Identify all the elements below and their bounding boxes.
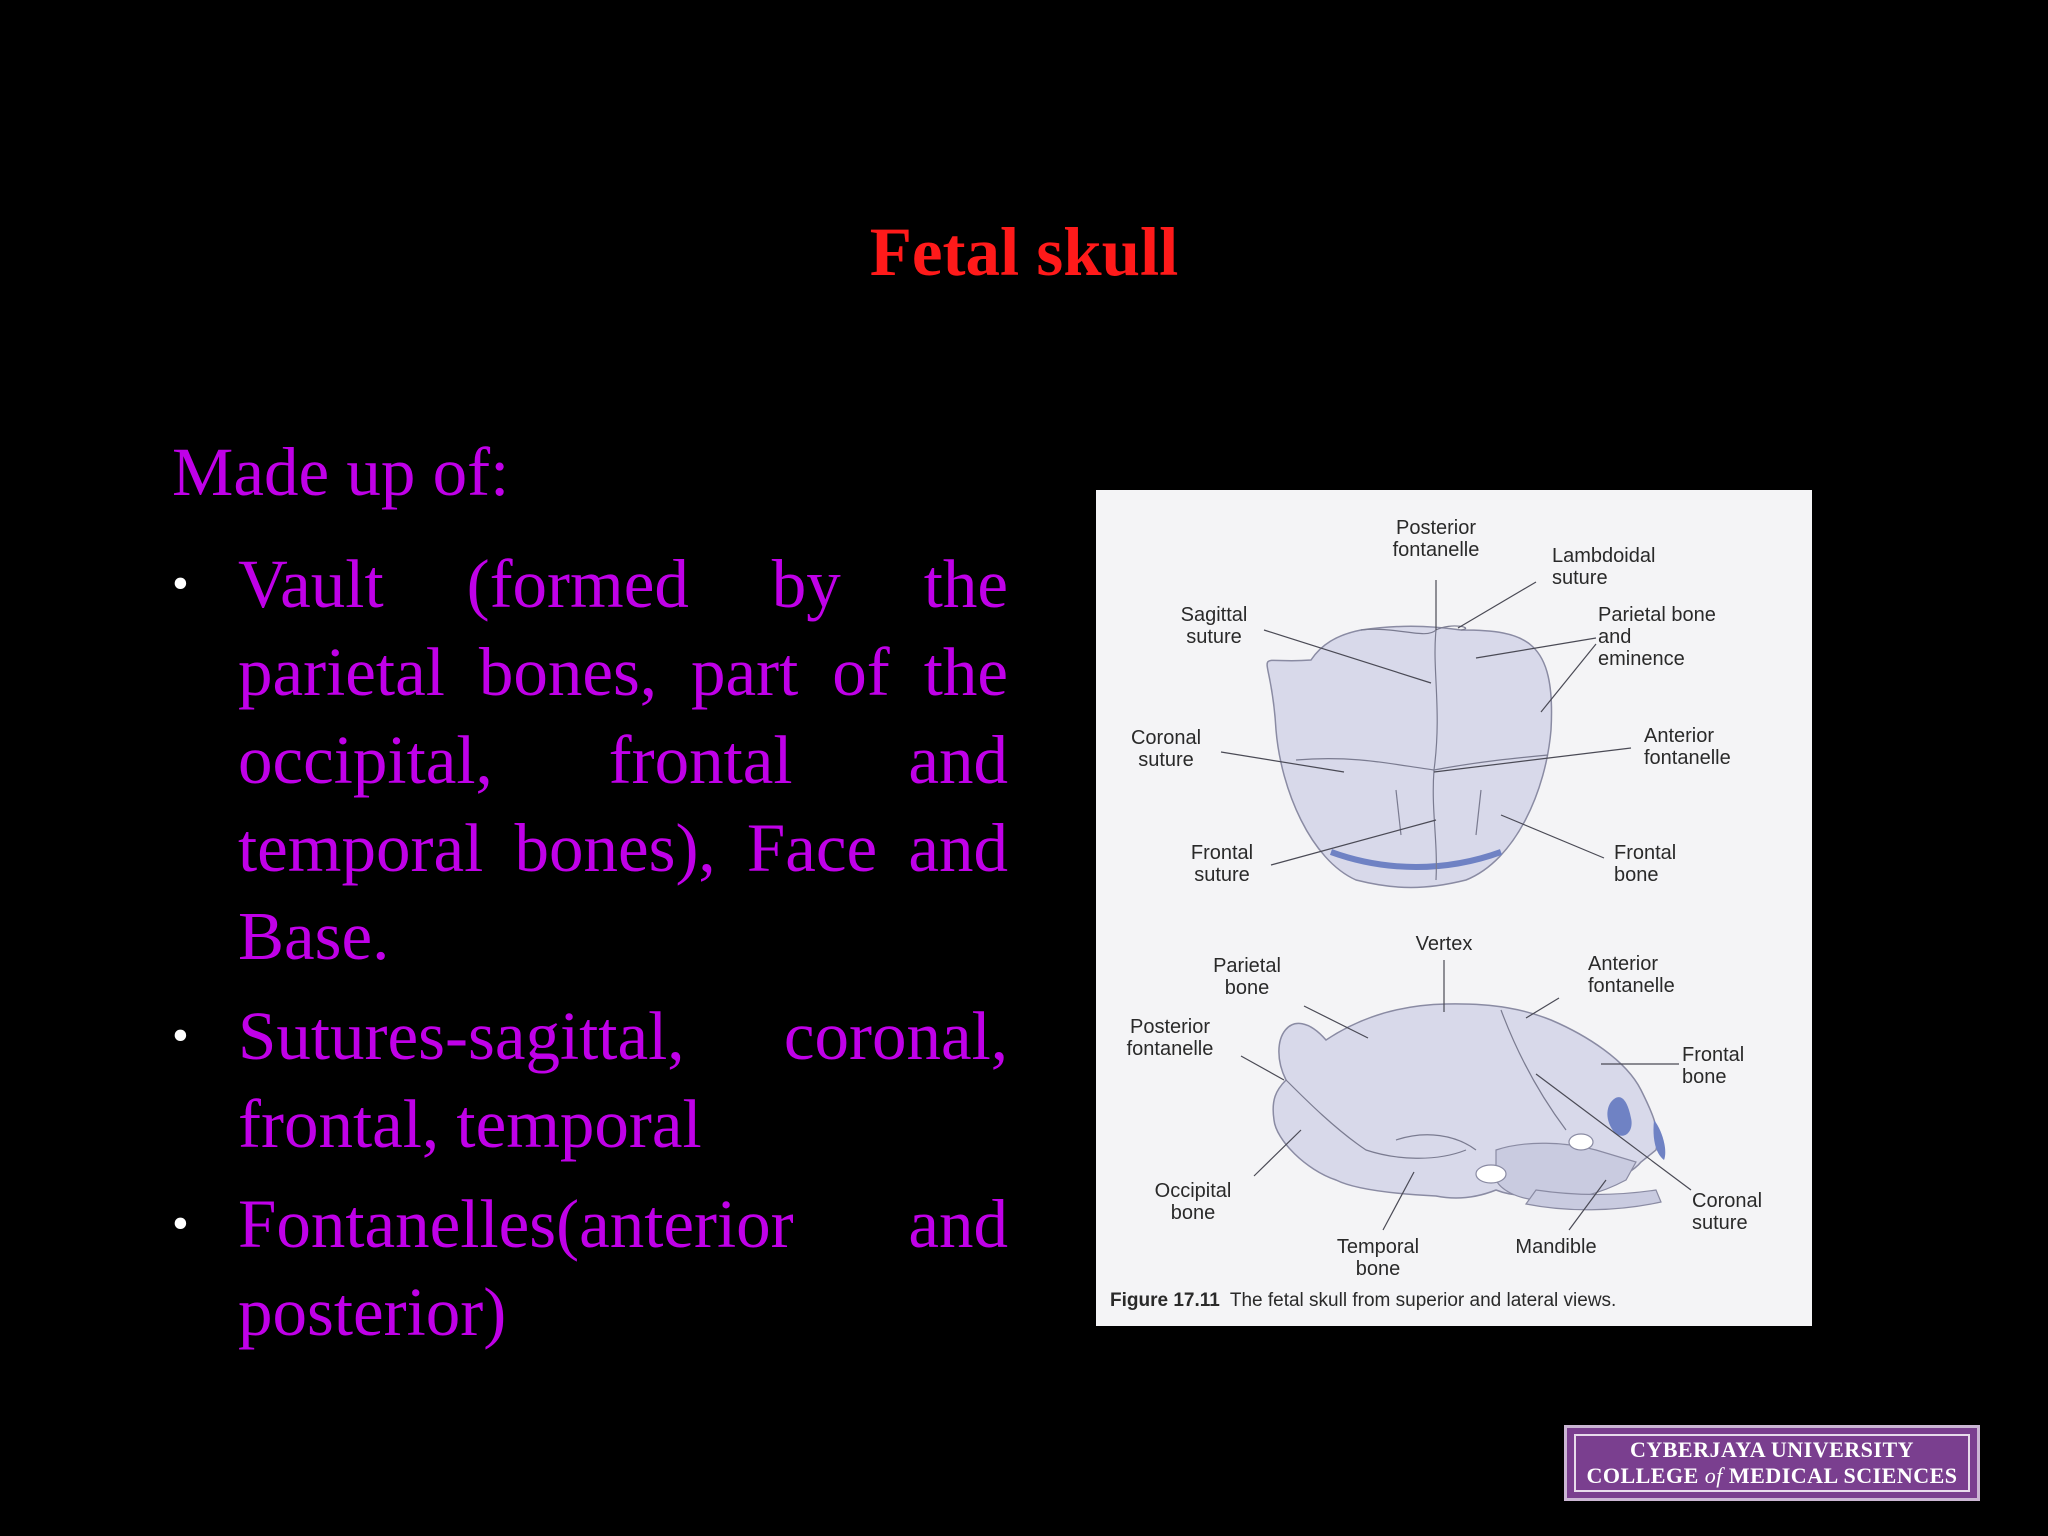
- label-posterior-fontanelle-superior: Posterior fontanelle: [1392, 517, 1480, 561]
- caption-number: Figure 17.11: [1110, 1290, 1220, 1311]
- bullet-list: • Vault (formed by the parietal bones, p…: [172, 540, 1008, 1368]
- superior-view-skull: [1266, 625, 1553, 889]
- lateral-leader-lines: [1240, 960, 1692, 1231]
- label-frontal-bone-superior: Frontal bone: [1614, 842, 1677, 886]
- label-coronal-suture-lateral: Coronal suture: [1692, 1190, 1763, 1234]
- lateral-fontanelle-marks: [1607, 1097, 1666, 1160]
- slide-title: Fetal skull: [869, 214, 1179, 290]
- label-parietal-bone: Parietal bone: [1213, 955, 1281, 999]
- bullet-icon: •: [172, 557, 189, 610]
- bullet-text: Vault (formed by the parietal bones, par…: [238, 546, 1008, 974]
- skull-illustration: [1220, 580, 1692, 1231]
- university-logo: CYBERJAYA UNIVERSITY COLLEGE of MEDICAL …: [1564, 1425, 1980, 1501]
- label-coronal-suture-superior: Coronal suture: [1130, 727, 1202, 771]
- label-lambdoidal-suture: Lambdoidal suture: [1552, 545, 1656, 589]
- label-occipital-bone: Occipital bone: [1154, 1180, 1232, 1224]
- label-frontal-bone-lateral: Frontal bone: [1682, 1044, 1745, 1088]
- superior-sutures: [1295, 625, 1549, 881]
- intro-text: Made up of:: [172, 434, 510, 510]
- logo-line-1: CYBERJAYA UNIVERSITY: [1629, 1437, 1915, 1462]
- lateral-openings: [1475, 1133, 1594, 1184]
- label-vertex: Vertex: [1415, 933, 1473, 955]
- fetal-skull-figure: Posterior fontanelle Lambdoidal suture S…: [1096, 490, 1812, 1326]
- bullet-icon: •: [172, 1197, 189, 1250]
- label-posterior-fontanelle-lateral: Posterior fontanelle: [1126, 1016, 1214, 1060]
- label-parietal-bone-eminence: Parietal bone and eminence: [1598, 604, 1716, 670]
- bullet-text: Sutures-sagittal, coronal, frontal, temp…: [238, 998, 1008, 1162]
- label-temporal-bone: Temporal bone: [1336, 1236, 1420, 1280]
- logo-line-2-of: of: [1704, 1463, 1723, 1488]
- label-anterior-fontanelle-lateral: Anterior fontanelle: [1588, 953, 1675, 997]
- caption-text: The fetal skull from superior and latera…: [1229, 1290, 1617, 1311]
- figure-caption: Figure 17.11 The fetal skull from superio…: [1110, 1290, 1800, 1312]
- bullet-item-vault: • Vault (formed by the parietal bones, p…: [172, 540, 1008, 980]
- logo-line-2-part-a: COLLEGE: [1586, 1463, 1705, 1488]
- bullet-text: Fontanelles(anterior and posterior): [238, 1186, 1008, 1350]
- label-anterior-fontanelle-superior: Anterior fontanelle: [1644, 725, 1731, 769]
- label-mandible: Mandible: [1515, 1236, 1597, 1258]
- superior-frontal-rim: [1329, 849, 1503, 870]
- bullet-icon: •: [172, 1009, 189, 1062]
- label-sagittal-suture: Sagittal suture: [1180, 604, 1248, 648]
- logo-line-2: COLLEGE of MEDICAL SCIENCES: [1586, 1463, 1957, 1489]
- bullet-item-fontanelles: • Fontanelles(anterior and posterior): [172, 1180, 1008, 1356]
- logo-line-2-part-b: MEDICAL SCIENCES: [1722, 1463, 1958, 1488]
- superior-leader-lines: [1220, 580, 1632, 866]
- label-frontal-suture: Frontal suture: [1190, 842, 1254, 886]
- bullet-item-sutures: • Sutures-sagittal, coronal, frontal, te…: [172, 992, 1008, 1168]
- lateral-sutures: [1285, 1009, 1567, 1159]
